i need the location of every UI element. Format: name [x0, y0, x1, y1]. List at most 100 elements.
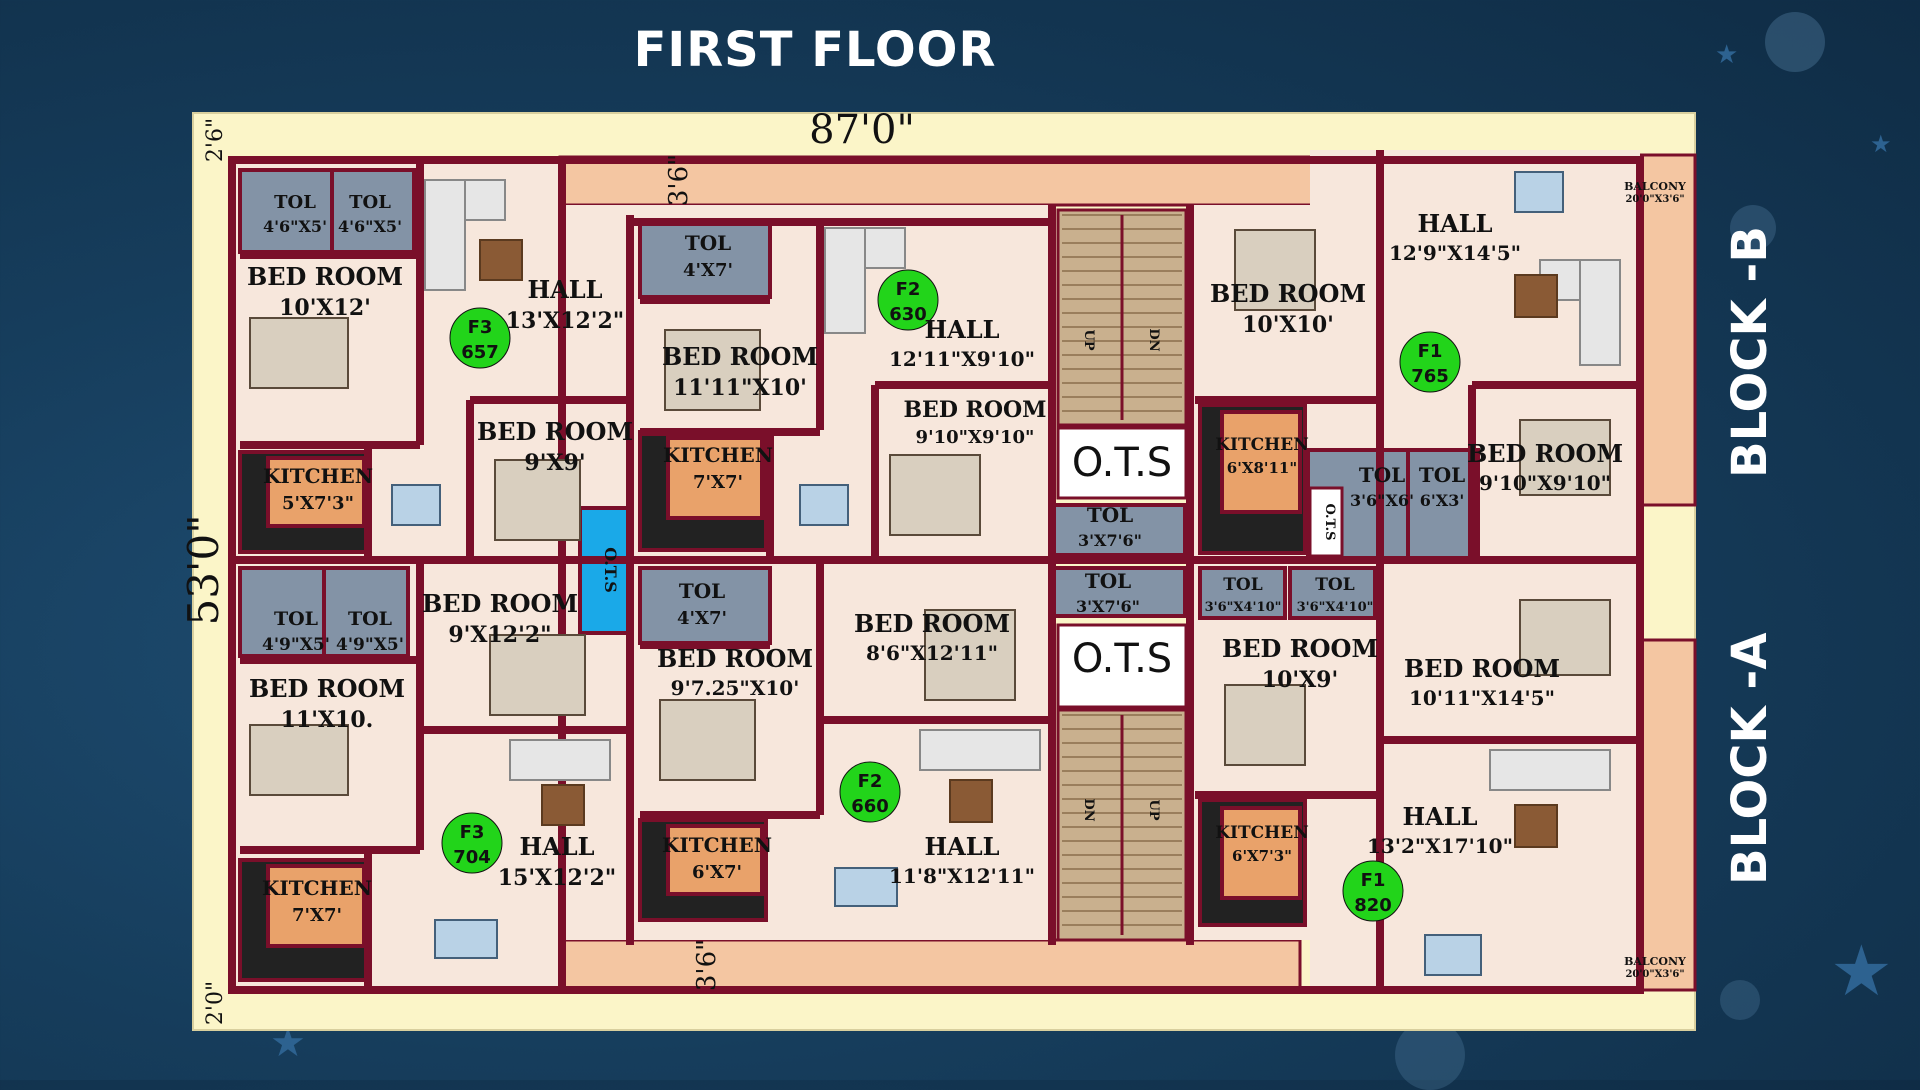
room-name: BED ROOM — [903, 397, 1046, 423]
room-size: 3'6"X4'10" — [1205, 600, 1282, 615]
flat-id: F2 — [858, 771, 883, 792]
bed-icon — [1519, 599, 1611, 676]
room-name: TOL — [274, 192, 316, 213]
room-label: HALL 11'8"X12'11" — [889, 832, 1035, 888]
room-size: 6'X3' — [1420, 491, 1464, 510]
toilet — [322, 566, 410, 658]
stair-up-label: UP — [1146, 799, 1161, 820]
room-size: 10'X10' — [1242, 312, 1334, 338]
room-size: 5'X7'3" — [282, 493, 354, 514]
decorative-star-icon: ★ — [1715, 40, 1739, 70]
room-name: HALL — [924, 315, 999, 344]
toilet — [638, 566, 772, 645]
decorative-bubble — [1765, 12, 1825, 72]
toilet — [1288, 566, 1377, 620]
room-size: 20'0"X3'6" — [1625, 194, 1684, 205]
room-size: 13'X12'2" — [506, 308, 625, 334]
flat-area: 660 — [851, 796, 889, 817]
flat-id: F3 — [468, 317, 493, 338]
dim-top: 87'0" — [809, 107, 915, 153]
dining-tables — [391, 171, 1564, 976]
room-size: 12'9"X14'5" — [1389, 241, 1521, 265]
room-label: HALL 12'11"X9'10" — [889, 315, 1035, 371]
room-size: 4'9"X5' — [336, 635, 404, 655]
bed-icon — [1234, 229, 1316, 311]
room-name: KITCHEN — [263, 464, 373, 488]
room-name: KITCHEN — [1215, 823, 1308, 843]
ots-top-box — [1056, 426, 1188, 500]
room-size: 3'X7'6" — [1076, 597, 1140, 616]
room-size: 4'6"X5' — [338, 217, 402, 236]
beds — [249, 229, 1611, 796]
table-icon — [1424, 934, 1482, 976]
bed-icon — [494, 459, 581, 541]
bed-icon — [249, 317, 349, 389]
toilet — [1048, 566, 1187, 618]
room-name: BALCONY — [1624, 955, 1686, 968]
stair-treads — [1062, 214, 1182, 935]
rug-icon — [949, 779, 993, 823]
toilet — [1198, 566, 1287, 620]
table-icon — [434, 919, 498, 959]
rug-icon — [1514, 804, 1558, 848]
kitchen-counter — [666, 824, 764, 896]
room-name: BED ROOM — [657, 644, 813, 673]
table-icon — [799, 484, 849, 526]
table-icon — [834, 867, 898, 907]
bed-icon — [1519, 419, 1611, 496]
room-name: BED ROOM — [1210, 279, 1366, 308]
room-name: HALL — [924, 832, 999, 861]
room-label: KITCHEN 5'X7'3" — [263, 464, 373, 514]
kitchen-counter — [1220, 806, 1302, 900]
balcony-strip-bottom — [1638, 638, 1697, 992]
decorative-star-icon: ★ — [1830, 930, 1893, 1012]
room-size: 12'11"X9'10" — [889, 347, 1035, 371]
sofa-icon — [919, 729, 1041, 771]
stair-dn-label: DN — [1081, 798, 1096, 821]
bed-icon — [889, 454, 981, 536]
room-name: TOL — [679, 579, 725, 603]
room-size: 3'6"X4'10" — [1297, 600, 1374, 615]
room-label: TOL 6'X3' — [1419, 463, 1465, 510]
sofas — [424, 179, 1621, 791]
room-name: BED ROOM — [854, 609, 1010, 638]
room-name: BED ROOM — [247, 262, 403, 291]
balcony-strip-top — [1638, 153, 1697, 507]
bed-icon — [659, 699, 756, 781]
flat-area: 765 — [1411, 366, 1449, 387]
room-size: 11'8"X12'11" — [889, 864, 1035, 888]
outer-wall — [228, 156, 1644, 994]
kitchen-counter — [266, 456, 366, 528]
room-size: 7'X7' — [292, 905, 342, 926]
room-size: 8'6"X12'11" — [866, 641, 998, 665]
top-passage — [558, 155, 1374, 207]
room-name: TOL — [1419, 463, 1465, 487]
room-label: BED ROOM 8'6"X12'11" — [854, 609, 1010, 665]
bed-icon — [489, 634, 586, 716]
sofa-icon — [1489, 749, 1611, 791]
room-name: BED ROOM — [1404, 654, 1560, 683]
room-name: TOL — [348, 608, 392, 630]
